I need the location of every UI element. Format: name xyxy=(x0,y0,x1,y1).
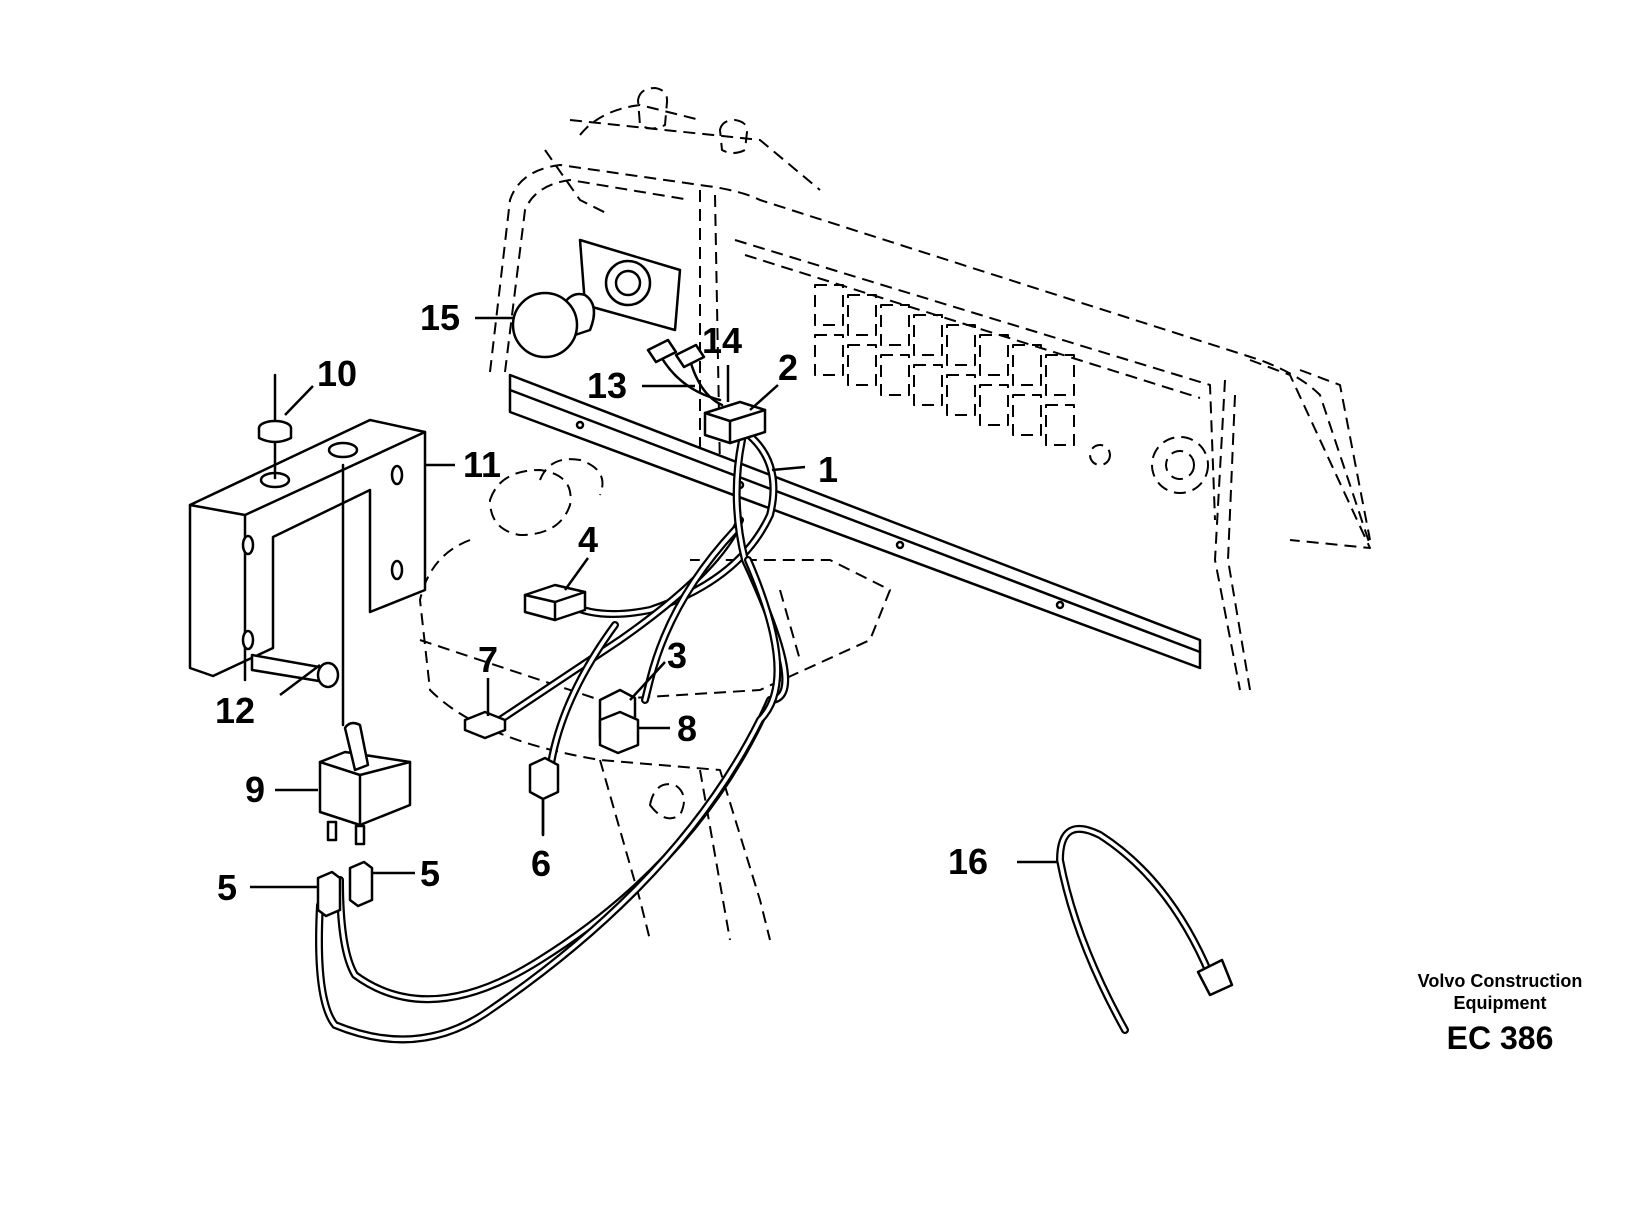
credit-line-1: Volvo Construction xyxy=(1417,971,1583,991)
callout-15: 15 xyxy=(420,297,460,338)
bracket-part-11 xyxy=(188,418,427,682)
callout-16: 16 xyxy=(948,841,988,882)
connector-part-4 xyxy=(523,583,587,622)
callout-2: 2 xyxy=(778,347,798,388)
connector-part-3-8 xyxy=(598,688,640,755)
callout-6: 6 xyxy=(531,843,551,884)
toggle-switch-part-9 xyxy=(318,463,412,846)
callout-11: 11 xyxy=(463,444,501,485)
credit-line-2: Equipment xyxy=(1453,993,1547,1013)
terminals-part-5 xyxy=(316,860,374,918)
publisher-credit: Volvo Construction Equipment EC 386 xyxy=(1380,970,1620,1058)
callout-4: 4 xyxy=(578,519,598,560)
callout-8: 8 xyxy=(677,708,697,749)
dashboard-outline xyxy=(419,87,1371,941)
callout-5-right: 5 xyxy=(420,853,440,894)
push-button-part-15 xyxy=(511,238,682,359)
connector-part-2 xyxy=(703,400,767,445)
wires-part-13 xyxy=(646,338,724,407)
callout-9: 9 xyxy=(245,769,265,810)
cable-harness-part-1 xyxy=(315,421,790,1044)
callout-14: 14 xyxy=(702,320,742,361)
callout-3: 3 xyxy=(667,635,687,676)
mounting-rail xyxy=(508,373,1202,670)
callout-12: 12 xyxy=(215,690,255,731)
leader-lines xyxy=(250,316,1057,889)
plug-part-7 xyxy=(463,710,507,740)
callout-labels: 1 2 3 4 5 5 6 7 8 9 10 11 12 13 14 15 16 xyxy=(215,297,988,908)
cable-tie-part-16 xyxy=(1056,824,1234,1034)
indicator-grid xyxy=(814,284,1075,446)
callout-1: 1 xyxy=(818,449,838,490)
callout-5-left: 5 xyxy=(217,867,237,908)
callout-13: 13 xyxy=(587,365,627,406)
callout-7: 7 xyxy=(478,639,498,680)
grommet-part-10 xyxy=(257,373,293,480)
figure-code: EC 386 xyxy=(1446,1020,1554,1056)
callout-10: 10 xyxy=(317,353,357,394)
